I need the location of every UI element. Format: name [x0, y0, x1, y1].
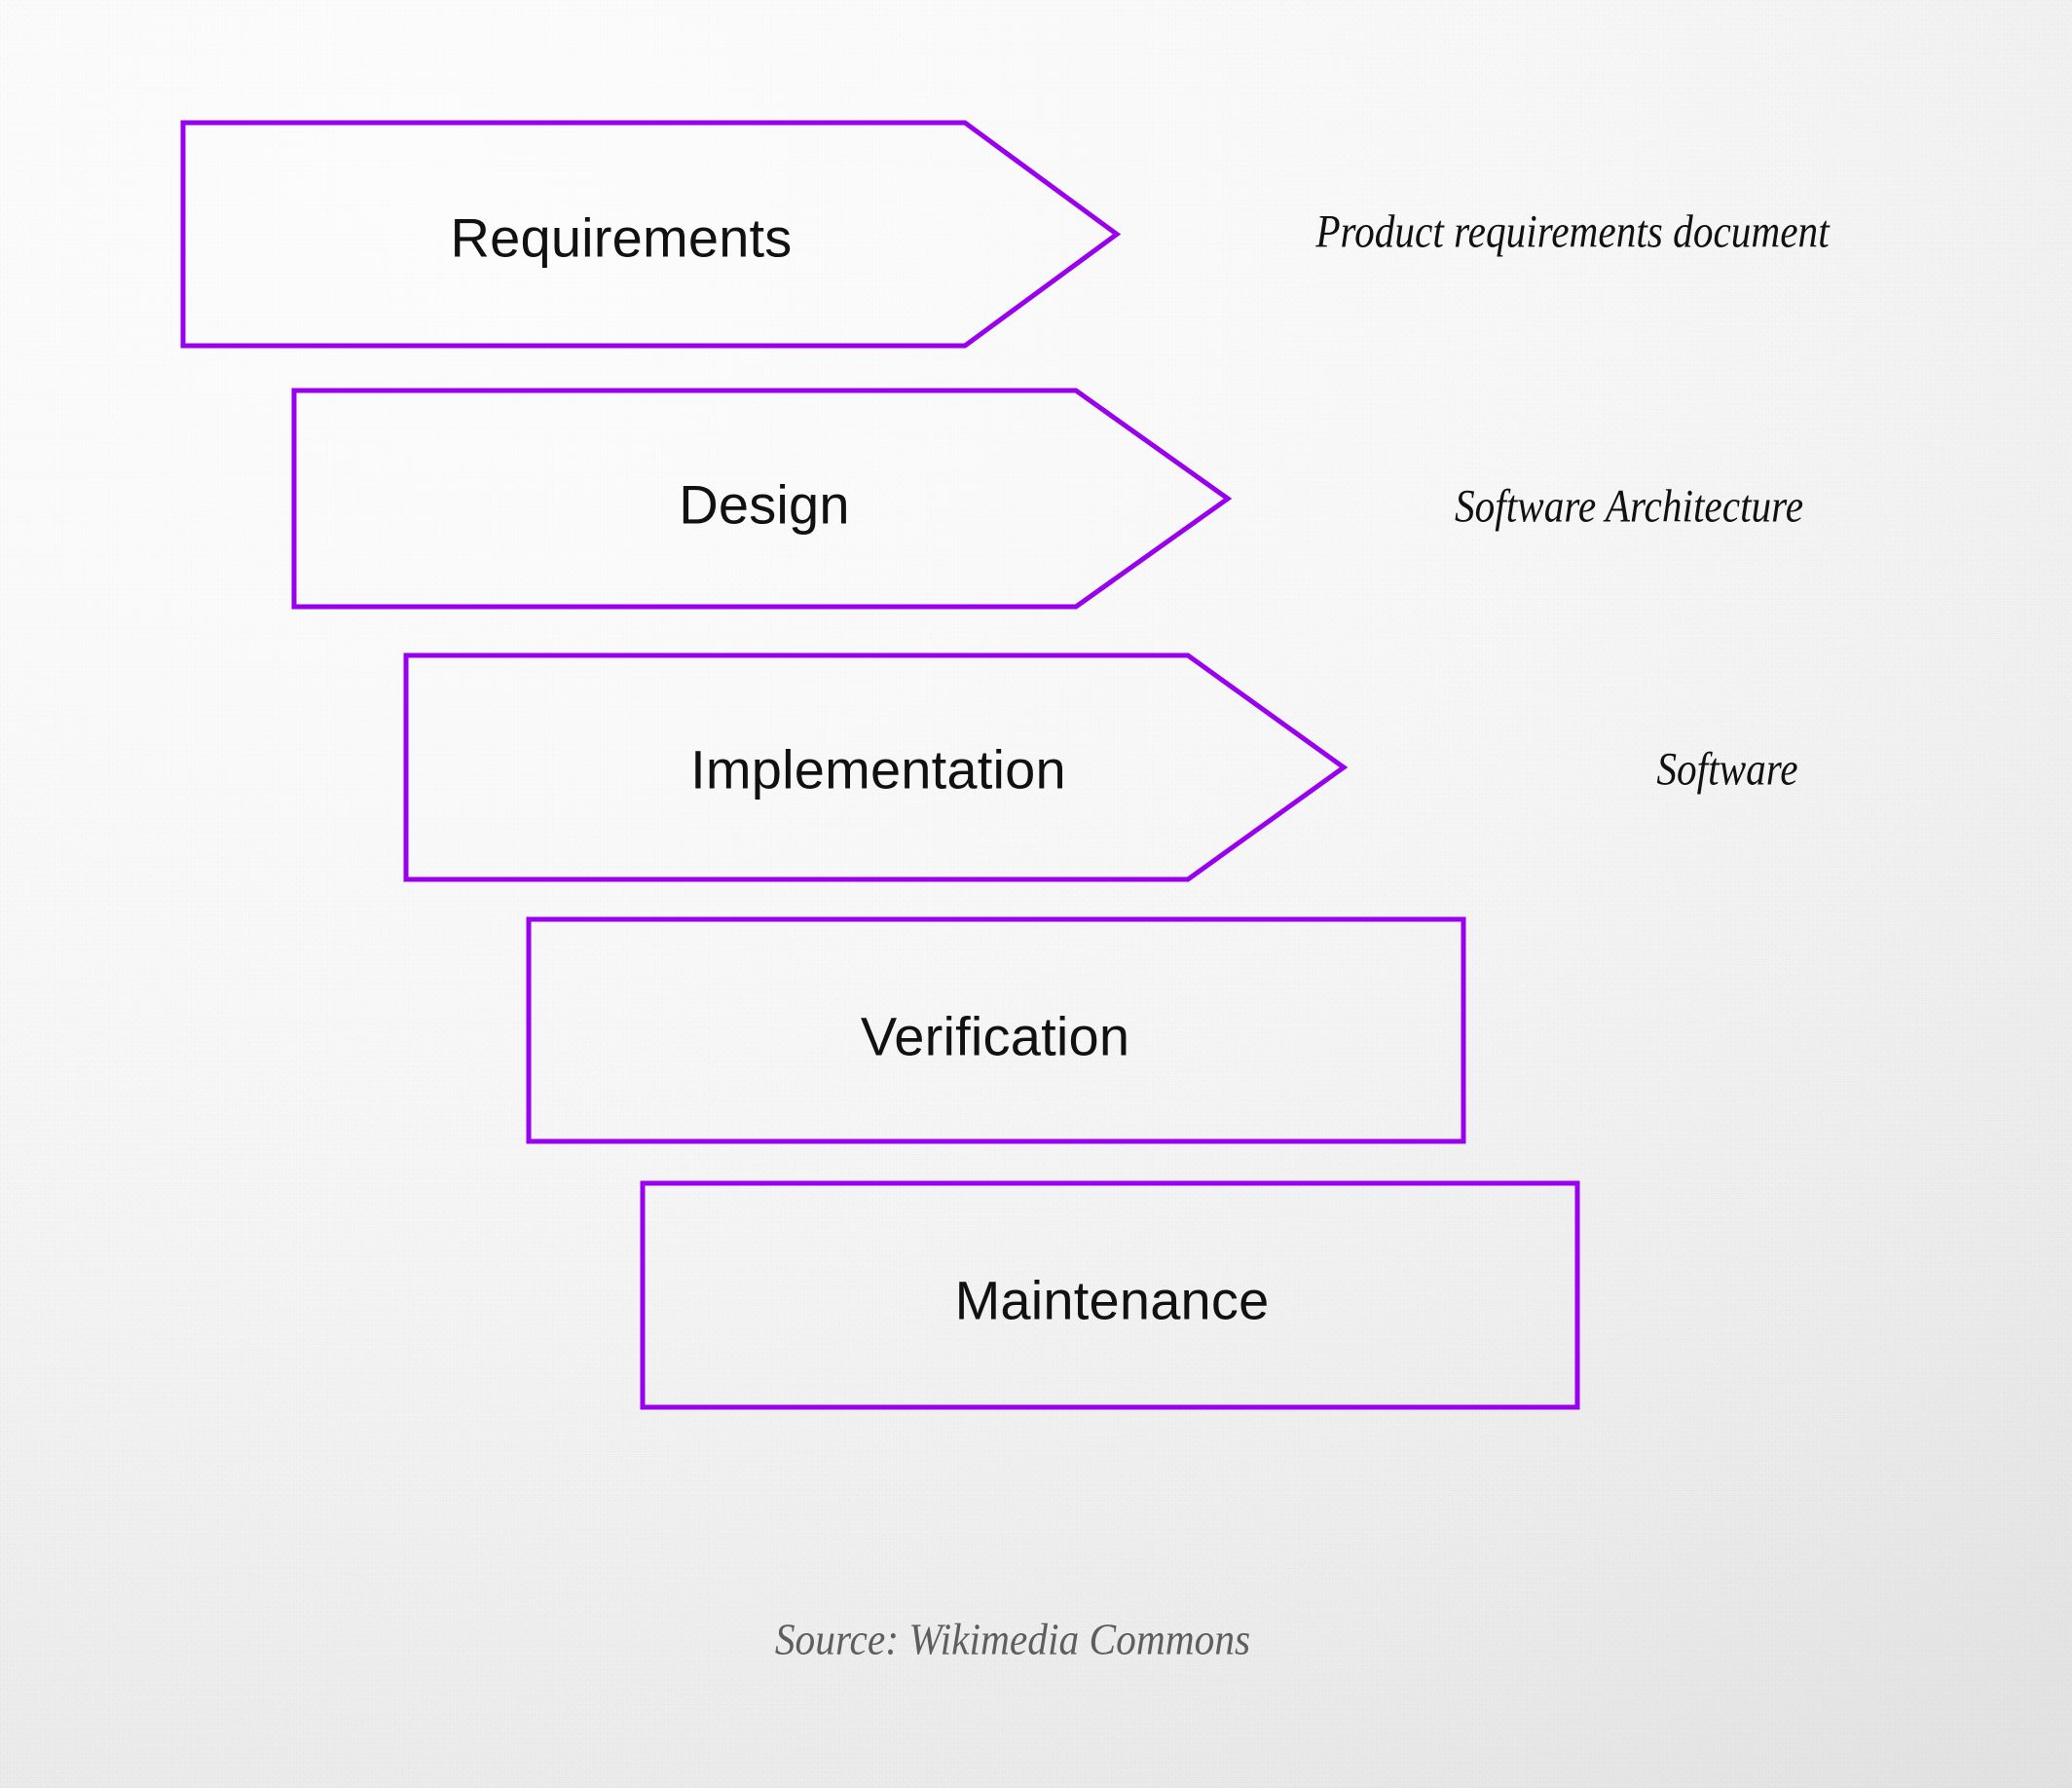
source-caption: Source: Wikimedia Commons: [774, 1614, 1251, 1664]
stage-label-implementation: Implementation: [690, 738, 1066, 801]
stage-label-design: Design: [679, 473, 850, 536]
artifact-label-requirements: Product requirements document: [1315, 205, 1830, 258]
stage-label-verification: Verification: [860, 1005, 1130, 1067]
artifact-label-design: Software Architecture: [1454, 480, 1804, 533]
stage-label-requirements: Requirements: [450, 206, 793, 269]
artifact-label-implementation: Software: [1656, 743, 1798, 796]
stage-label-maintenance: Maintenance: [954, 1269, 1270, 1331]
